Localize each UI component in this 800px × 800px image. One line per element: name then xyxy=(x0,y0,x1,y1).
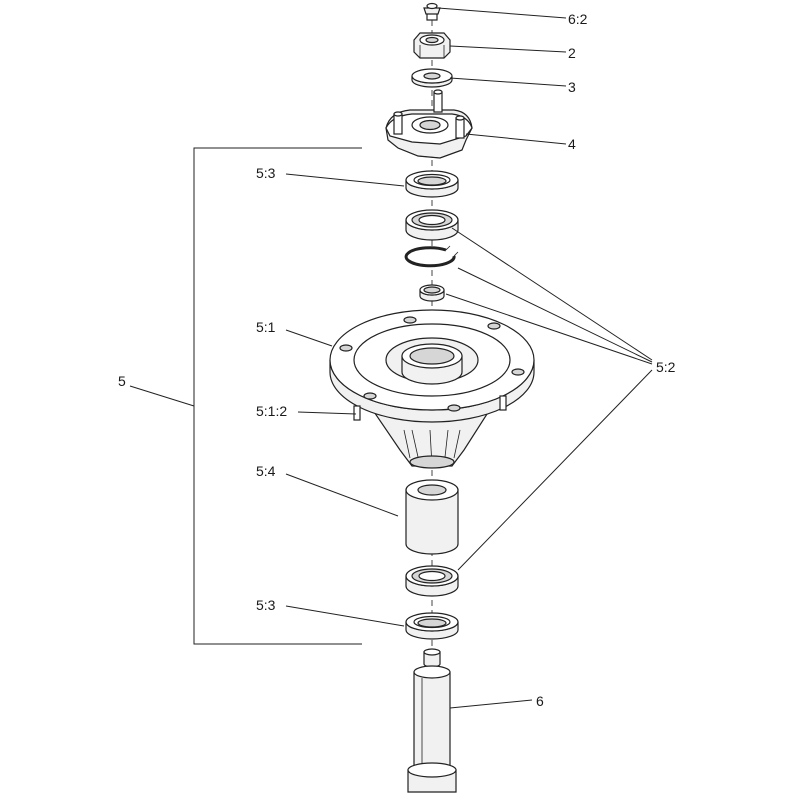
callout-5-3-top: 5:3 xyxy=(256,165,276,181)
spindle-housing xyxy=(329,309,535,469)
hex-nut xyxy=(413,32,451,59)
callout-5-1: 5:1 xyxy=(256,319,276,335)
callout-6-2: 6:2 xyxy=(568,11,588,27)
callout-5-3-bottom: 5:3 xyxy=(256,597,276,613)
grease-fitting xyxy=(423,2,441,21)
seal-top xyxy=(405,170,459,198)
snap-ring xyxy=(404,245,459,268)
callout-2: 2 xyxy=(568,45,576,61)
callout-5-4: 5:4 xyxy=(256,463,276,479)
callout-6: 6 xyxy=(536,693,544,709)
callout-5: 5 xyxy=(118,373,126,389)
bearing-upper xyxy=(405,209,459,241)
leader-lines xyxy=(129,7,653,709)
callout-5-2: 5:2 xyxy=(656,359,676,375)
assembly-bracket xyxy=(193,147,362,645)
washer xyxy=(411,68,453,88)
spacer-tube xyxy=(405,479,459,555)
bearing-lower xyxy=(405,565,459,597)
callout-5-1-2: 5:1:2 xyxy=(256,403,287,419)
spacer-ring xyxy=(419,284,445,302)
callout-3: 3 xyxy=(568,79,576,95)
callout-4: 4 xyxy=(568,136,576,152)
seal-bottom xyxy=(405,612,459,640)
bearing-housing-cap xyxy=(385,89,473,159)
spindle-shaft xyxy=(407,648,457,793)
